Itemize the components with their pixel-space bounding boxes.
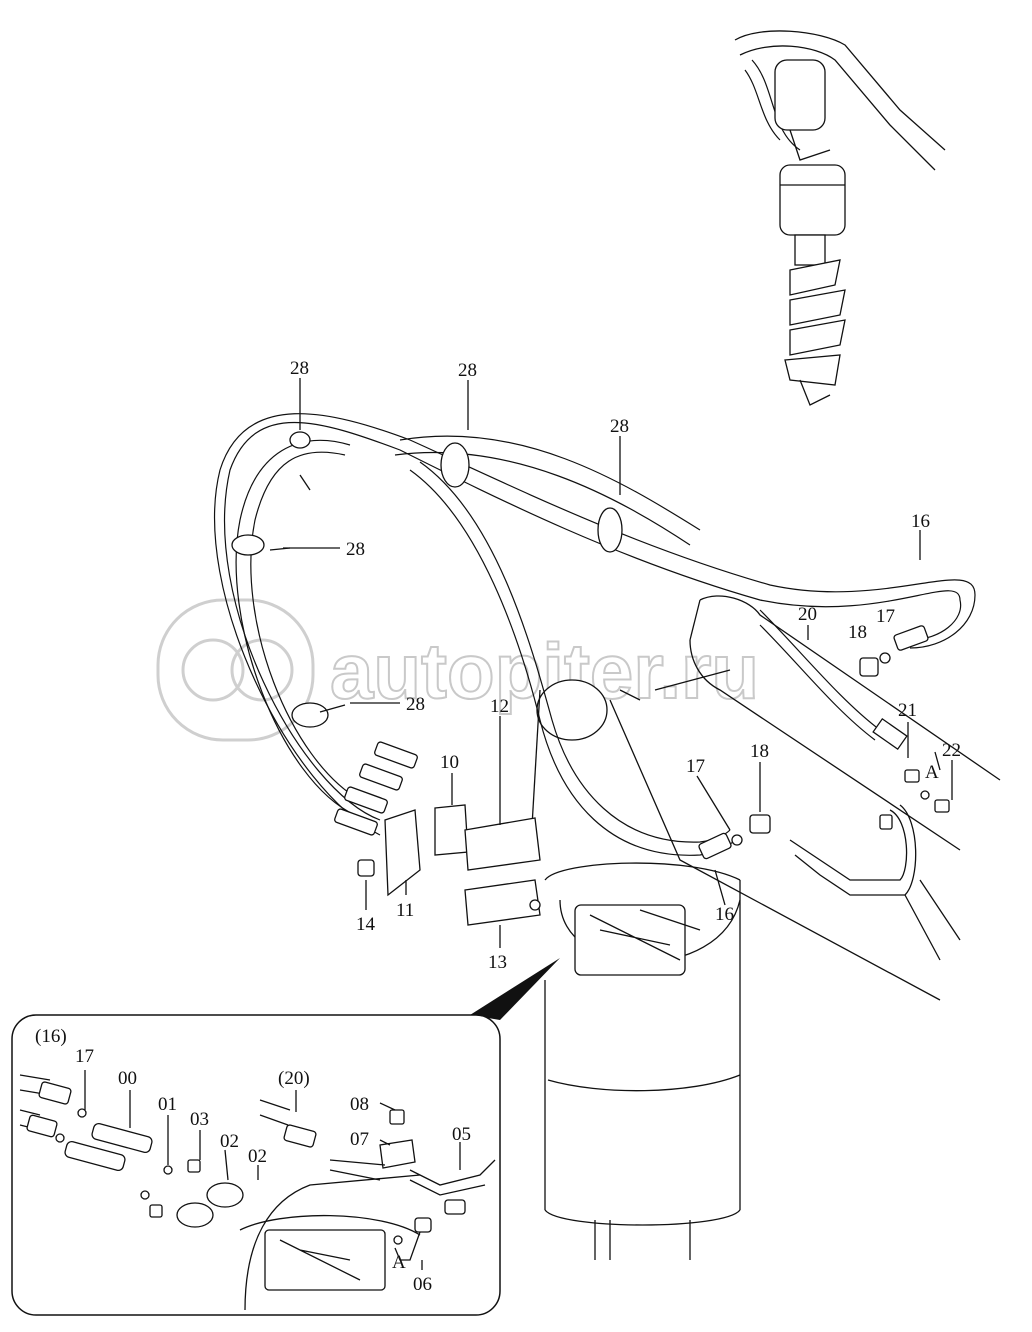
detail-callout-20: (20): [278, 1068, 310, 1089]
detail-callout-A: A: [392, 1252, 406, 1273]
callout-20: 20: [798, 604, 817, 625]
callout-17-b: 17: [686, 756, 705, 777]
callout-28-a: 28: [290, 358, 309, 379]
detail-callout-01: 01: [158, 1094, 177, 1115]
callout-28-c: 28: [610, 416, 629, 437]
callout-28-b: 28: [458, 360, 477, 381]
detail-pointer: [470, 958, 560, 1020]
callout-18-a: 18: [848, 622, 867, 643]
detail-callout-07: 07: [350, 1129, 369, 1150]
detail-callout-02-b: 02: [248, 1146, 267, 1167]
auger-motor-housing: [544, 862, 741, 1260]
detail-callout-00: 00: [118, 1068, 137, 1089]
callout-16-b: 16: [715, 904, 734, 925]
detail-callout-06: 06: [413, 1274, 432, 1295]
callout-28-d: 28: [346, 539, 365, 560]
pipe-fittings-right: [731, 652, 961, 961]
callout-11: 11: [396, 900, 414, 921]
detail-callout-05: 05: [452, 1124, 471, 1145]
callouts: 28 28 28 28 28 16 20 17 18 21 A 22 18 17…: [290, 358, 961, 973]
callout-A: A: [925, 762, 939, 783]
detail-callout-03: 03: [190, 1109, 209, 1130]
callout-12: 12: [490, 696, 509, 717]
callout-22: 22: [942, 740, 961, 761]
callout-17-a: 17: [876, 606, 895, 627]
bracket-parts: [357, 804, 541, 926]
callout-13: 13: [488, 952, 507, 973]
detail-callout-02-a: 02: [220, 1131, 239, 1152]
detail-callout-16: (16): [35, 1026, 67, 1047]
callout-10: 10: [440, 752, 459, 773]
detail-callout-17: 17: [75, 1046, 94, 1067]
detail-inset: (16) 17 00 01 03 02 02 (20) 08 07 05 A 0…: [11, 1014, 501, 1316]
callout-21: 21: [898, 700, 917, 721]
leader-lines: [283, 378, 953, 948]
callout-16-a: 16: [911, 511, 930, 532]
hose-clamps: [231, 431, 623, 728]
auger-thumbnail: [734, 30, 946, 406]
callout-28-e: 28: [406, 694, 425, 715]
hose-bundle: [214, 413, 976, 860]
callout-18-b: 18: [750, 741, 769, 762]
detail-callout-08: 08: [350, 1094, 369, 1115]
watermark: autopiter.ru: [156, 598, 760, 742]
callout-14: 14: [356, 914, 376, 935]
